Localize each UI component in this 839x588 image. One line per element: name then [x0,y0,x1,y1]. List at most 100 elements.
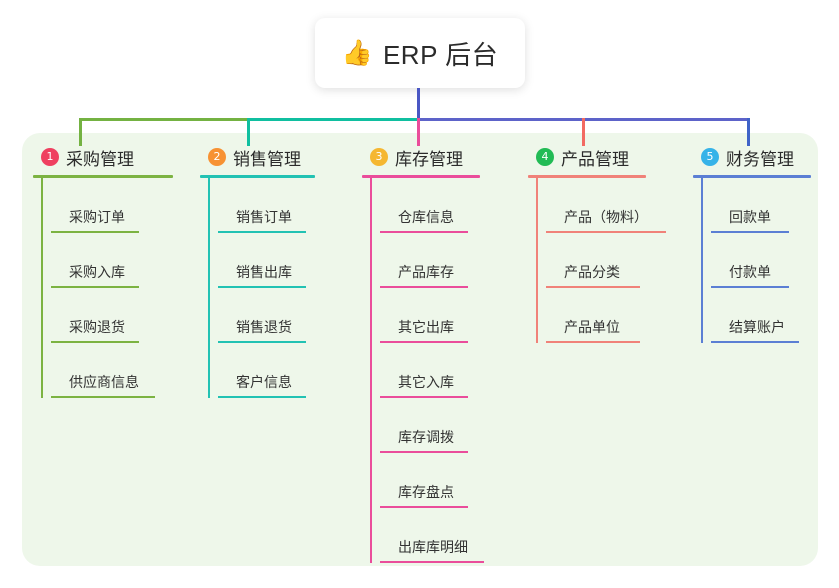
menu-item-underline [218,396,306,398]
column-items-5: 回款单付款单结算账户 [693,178,811,343]
menu-item-label: 产品库存 [398,264,454,280]
menu-item-underline [711,231,789,233]
menu-item-label: 销售出库 [236,264,292,280]
menu-item[interactable]: 采购退货 [51,288,173,343]
menu-item-label: 仓库信息 [398,209,454,225]
menu-item-underline [51,286,139,288]
diagram-panel [22,133,818,566]
column-title-1: 采购管理 [66,149,134,169]
column-header-2[interactable]: 2 销售管理 [200,145,315,169]
menu-item[interactable]: 产品分类 [546,233,646,288]
menu-item[interactable]: 出库库明细 [380,508,484,563]
column-badge-3: 3 [370,148,388,166]
menu-item-underline [546,286,640,288]
menu-item-underline [380,341,468,343]
column-1: 1 采购管理采购订单采购入库采购退货供应商信息 [33,145,173,398]
menu-item[interactable]: 库存调拨 [380,398,480,453]
menu-item[interactable]: 供应商信息 [51,343,173,398]
menu-item-underline [711,286,789,288]
column-items-1: 采购订单采购入库采购退货供应商信息 [33,178,173,398]
menu-item-underline [380,396,468,398]
menu-item-label: 回款单 [729,209,771,225]
column-underline-4 [528,175,646,178]
menu-item[interactable]: 采购订单 [51,178,173,233]
connector-bar-segment-2 [248,118,418,121]
column-title-2: 销售管理 [233,149,301,169]
menu-item[interactable]: 付款单 [711,233,811,288]
root-node-card[interactable]: 👍 ERP 后台 [315,18,525,88]
column-spine-4 [536,178,538,343]
column-items-3: 仓库信息产品库存其它出库其它入库库存调拨库存盘点出库库明细 [362,178,484,563]
menu-item-underline [380,506,468,508]
column-items-2: 销售订单销售出库销售退货客户信息 [200,178,315,398]
menu-item-label: 采购入库 [69,264,125,280]
connector-drop-5 [747,118,750,146]
column-underline-5 [693,175,811,178]
root-node-title: ERP 后台 [382,39,499,70]
column-underline-2 [200,175,315,178]
menu-item[interactable]: 客户信息 [218,343,315,398]
menu-item-underline [380,561,484,563]
column-2: 2 销售管理销售订单销售出库销售退货客户信息 [200,145,315,398]
menu-item-underline [380,451,468,453]
connector-drop-3 [417,118,420,146]
connector-trunk [417,88,420,121]
menu-item-label: 出库库明细 [398,539,468,555]
menu-item-label: 库存调拨 [398,429,454,445]
menu-item-label: 结算账户 [729,319,785,335]
connector-bar-segment-1 [80,118,248,121]
menu-item-label: 产品分类 [564,264,620,280]
connector-drop-2 [247,118,250,146]
menu-item[interactable]: 产品（物料） [546,178,666,233]
menu-item-underline [218,286,306,288]
menu-item[interactable]: 销售订单 [218,178,315,233]
column-spine-5 [701,178,703,343]
menu-item-label: 销售退货 [236,319,292,335]
column-3: 3 库存管理仓库信息产品库存其它出库其它入库库存调拨库存盘点出库库明细 [362,145,484,563]
menu-item-underline [380,231,468,233]
column-spine-3 [370,178,372,563]
menu-item-label: 采购订单 [69,209,125,225]
menu-item-label: 其它出库 [398,319,454,335]
column-title-3: 库存管理 [395,149,463,169]
column-spine-1 [41,178,43,398]
connector-drop-1 [79,118,82,146]
menu-item[interactable]: 库存盘点 [380,453,480,508]
menu-item-underline [218,341,306,343]
menu-item[interactable]: 结算账户 [711,288,811,343]
menu-item[interactable]: 采购入库 [51,233,173,288]
menu-item-underline [380,286,468,288]
menu-item[interactable]: 回款单 [711,178,811,233]
menu-item[interactable]: 产品库存 [380,233,480,288]
column-badge-2: 2 [208,148,226,166]
menu-item[interactable]: 销售出库 [218,233,315,288]
root-node-content: 👍 ERP 后台 [342,35,498,72]
column-items-4: 产品（物料） 产品分类产品单位 [528,178,666,343]
column-title-4: 产品管理 [561,149,629,169]
column-header-1[interactable]: 1 采购管理 [33,145,173,169]
column-header-3[interactable]: 3 库存管理 [362,145,480,169]
connector-drop-4 [582,118,585,146]
menu-item[interactable]: 产品单位 [546,288,646,343]
column-underline-3 [362,175,480,178]
column-underline-1 [33,175,173,178]
thumbs-up-icon: 👍 [341,38,373,67]
menu-item[interactable]: 销售退货 [218,288,315,343]
menu-item[interactable]: 其它入库 [380,343,480,398]
menu-item-underline [51,396,155,398]
menu-item-label: 付款单 [729,264,771,280]
column-spine-2 [208,178,210,398]
menu-item-label: 采购退货 [69,319,125,335]
menu-item-label: 库存盘点 [398,484,454,500]
menu-item-underline [51,341,139,343]
menu-item-underline [218,231,306,233]
column-badge-1: 1 [41,148,59,166]
menu-item[interactable]: 仓库信息 [380,178,480,233]
menu-item[interactable]: 其它出库 [380,288,480,343]
menu-item-label: 产品（物料） [564,209,648,225]
menu-item-label: 供应商信息 [69,374,139,390]
